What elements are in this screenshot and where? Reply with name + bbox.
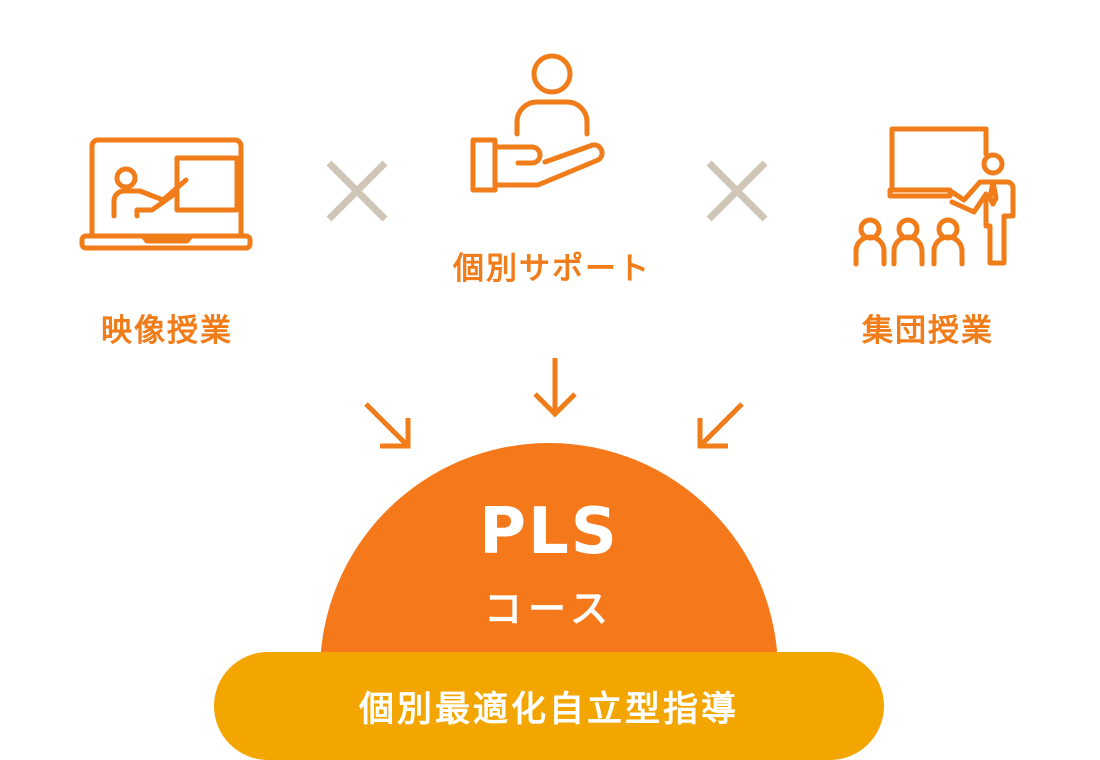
individual-support-icon — [470, 53, 605, 193]
label-video-lesson: 映像授業 — [101, 313, 233, 349]
times-icon — [706, 160, 768, 222]
label-individual-support: 個別サポート — [453, 251, 651, 287]
arrow-down-left-icon — [697, 402, 744, 449]
arrow-down-icon — [533, 358, 577, 418]
video-lesson-icon — [79, 137, 253, 251]
times-icon — [326, 160, 388, 222]
tagline-pill: 個別最適化自立型指導 — [214, 652, 884, 760]
label-group-lesson: 集団授業 — [862, 313, 994, 349]
course-title: PLS — [479, 495, 619, 569]
group-lesson-icon — [853, 126, 1016, 267]
tagline-text: 個別最適化自立型指導 — [358, 689, 739, 730]
arrow-down-right-icon — [364, 402, 411, 449]
course-subtitle: コース — [483, 587, 615, 631]
